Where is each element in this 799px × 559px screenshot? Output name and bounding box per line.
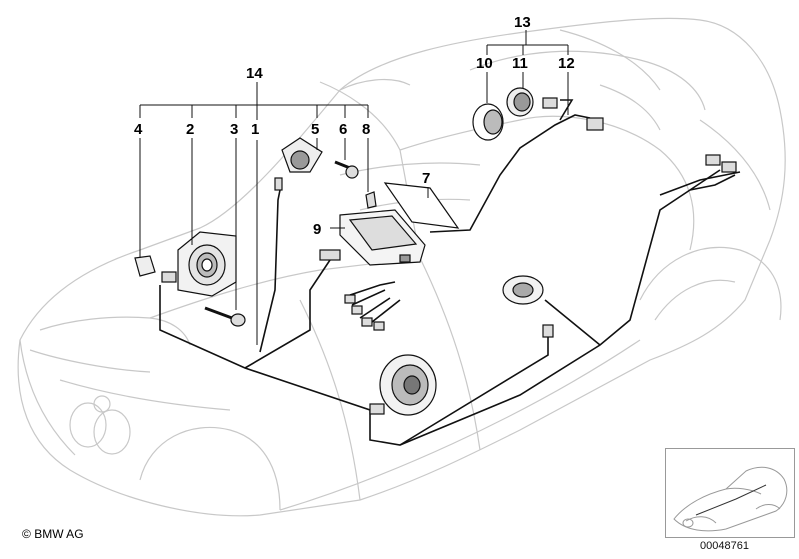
speaker-square-part (177, 231, 237, 297)
components (134, 87, 737, 416)
car-outline (17, 17, 786, 517)
ring-part (472, 103, 504, 141)
callout-3: 3 (230, 121, 238, 138)
screw-part (204, 306, 246, 327)
door-plug-part (369, 403, 385, 415)
door-speaker-part (379, 354, 437, 416)
callout-13: 13 (514, 14, 531, 31)
image-id: 00048761 (700, 540, 749, 552)
callout-8: 8 (362, 121, 370, 138)
rear-plug-part-2 (721, 161, 737, 173)
thumbnail-car (673, 466, 788, 532)
radio-cage-part (339, 209, 426, 266)
copyright-symbol: © (22, 527, 31, 541)
antenna-plugs-part (344, 294, 385, 331)
connector-part (319, 249, 341, 261)
callout-9: 9 (313, 221, 321, 238)
rear-plug-part (705, 154, 721, 166)
leader-lines (139, 30, 569, 345)
spacer-part (161, 271, 177, 283)
callout-7: 7 (422, 170, 430, 187)
callout-10: 10 (476, 55, 493, 72)
wiring-harness (159, 99, 741, 446)
panel-part (383, 182, 460, 229)
plug-part (542, 97, 558, 109)
callout-4: 4 (134, 121, 143, 138)
overview-thumbnail (665, 448, 795, 538)
tweeter-ring-part (506, 87, 534, 117)
plug-part-2 (586, 117, 604, 131)
callout-1: 1 (251, 121, 259, 138)
callout-5: 5 (311, 121, 319, 138)
rear-speaker-part (502, 275, 544, 305)
copyright-notice: © BMW AG (22, 527, 84, 541)
callout-6: 6 (339, 121, 347, 138)
rear-small-plug-part (542, 324, 554, 338)
clip-part (134, 255, 156, 277)
callout-14: 14 (246, 65, 263, 82)
copyright-text: BMW AG (34, 527, 84, 541)
callout-labels: 1 2 3 4 5 6 7 8 9 10 11 12 13 14 (134, 14, 575, 238)
callout-12: 12 (558, 55, 575, 72)
callout-11: 11 (512, 55, 528, 72)
pin-part (365, 191, 377, 209)
callout-2: 2 (186, 121, 194, 138)
screw-small-part (334, 160, 359, 179)
bracket-part (274, 137, 323, 191)
